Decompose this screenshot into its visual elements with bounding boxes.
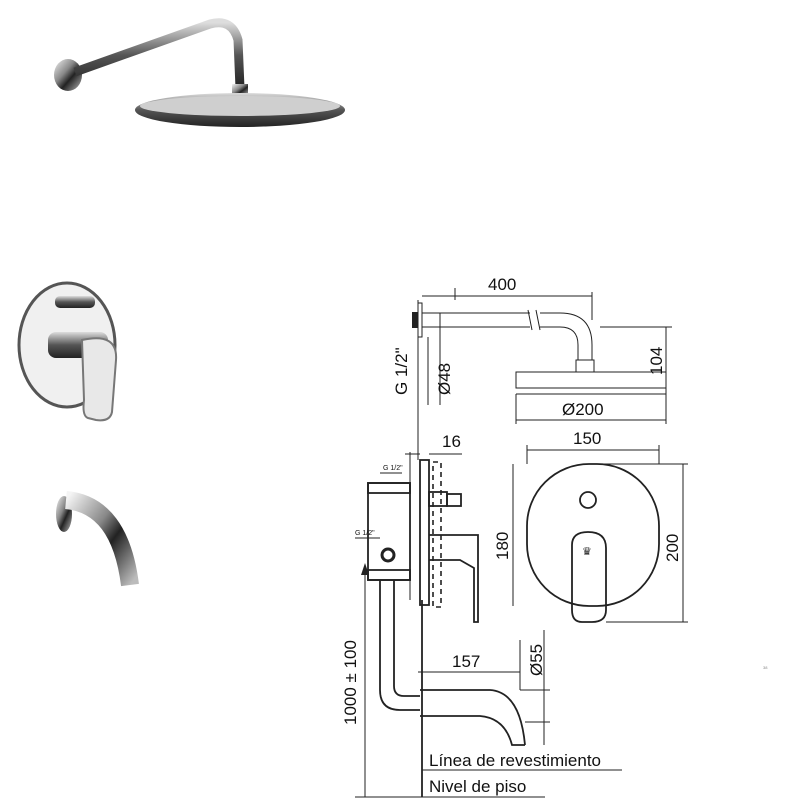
- dim-spout-length: 157: [452, 652, 480, 671]
- dim-plate-height: 200: [663, 534, 682, 562]
- dim-box-thread-top: G 1/2": [383, 465, 403, 472]
- page-mark: 38: [763, 665, 768, 670]
- spout-photo: [56, 491, 139, 587]
- dim-plate-inner-height: 180: [493, 532, 512, 560]
- shower-arm-drawing: 400 G 1/2" Ø48 104 Ø200: [392, 275, 672, 460]
- dim-spout-diameter: Ø55: [527, 644, 546, 676]
- dim-inlet-thread: G 1/2": [392, 347, 411, 395]
- mixer-logo-icon: ♛: [582, 546, 592, 558]
- mount-height-dimension: 1000 ± 100: [341, 563, 369, 797]
- dim-plate-width: 150: [573, 429, 601, 448]
- dim-box-thread-side: G 1/2": [355, 530, 375, 537]
- mixer-front-drawing: ♛ 150 180 200: [493, 429, 688, 623]
- label-finish-line: Línea de revestimiento: [429, 751, 601, 770]
- dim-mount-height: 1000 ± 100: [341, 640, 360, 725]
- label-floor-level: Nivel de piso: [429, 777, 526, 796]
- dim-head-drop: 104: [647, 347, 666, 375]
- shower-head-photo: [54, 18, 345, 127]
- dim-arm-diameter: Ø48: [435, 363, 454, 395]
- mixer-side-drawing: 16 G 1/2" G 1/2": [355, 432, 479, 711]
- dim-head-diameter: Ø200: [562, 400, 604, 419]
- mixer-plate-photo: [17, 281, 118, 422]
- spout-drawing: 157 Ø55: [418, 630, 550, 746]
- dim-arm-length: 400: [488, 275, 516, 294]
- dim-plate-depth: 16: [442, 432, 461, 451]
